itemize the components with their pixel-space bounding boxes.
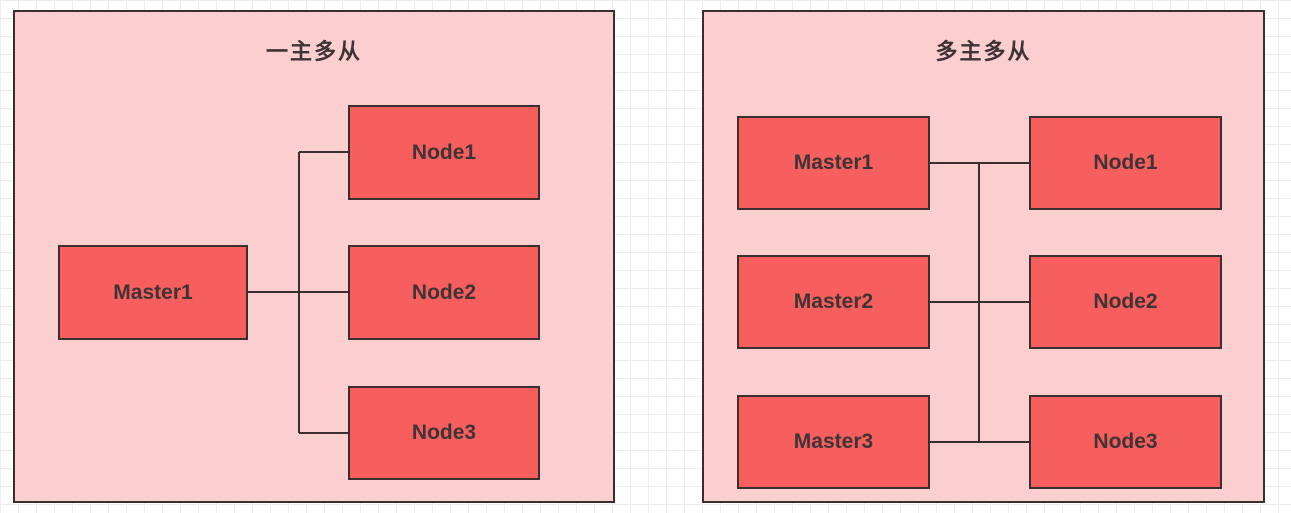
box-master3: Master3 xyxy=(737,395,930,489)
box-label: Master3 xyxy=(793,430,874,453)
panel-title-left: 一主多从 xyxy=(265,39,362,64)
box-node2: Node2 xyxy=(348,245,540,340)
box-label: Node3 xyxy=(411,421,477,444)
box-master2: Master2 xyxy=(737,255,930,349)
panel-title-right: 多主多从 xyxy=(935,39,1032,64)
box-label: Master1 xyxy=(113,280,193,304)
box-label: Master2 xyxy=(793,290,874,313)
box-node3: Node3 xyxy=(1029,395,1222,489)
box-node3: Node3 xyxy=(348,386,540,480)
panel-multi-master-multi-slave: 多主多从 Master1 Master2 Master3 Node1 Node2… xyxy=(702,10,1265,503)
box-label: Node2 xyxy=(1093,290,1158,313)
box-master1: Master1 xyxy=(58,245,248,340)
box-label: Master1 xyxy=(793,151,874,174)
box-node1: Node1 xyxy=(348,105,540,200)
box-label: Node3 xyxy=(1093,430,1158,453)
box-node2: Node2 xyxy=(1029,255,1222,349)
box-label: Node2 xyxy=(411,280,477,304)
box-master1: Master1 xyxy=(737,116,930,210)
box-label: Node1 xyxy=(1093,151,1158,174)
panel-one-master-multi-slave: 一主多从 Master1 Node1 Node2 Node3 xyxy=(13,10,615,503)
box-node1: Node1 xyxy=(1029,116,1222,210)
box-label: Node1 xyxy=(411,140,477,164)
